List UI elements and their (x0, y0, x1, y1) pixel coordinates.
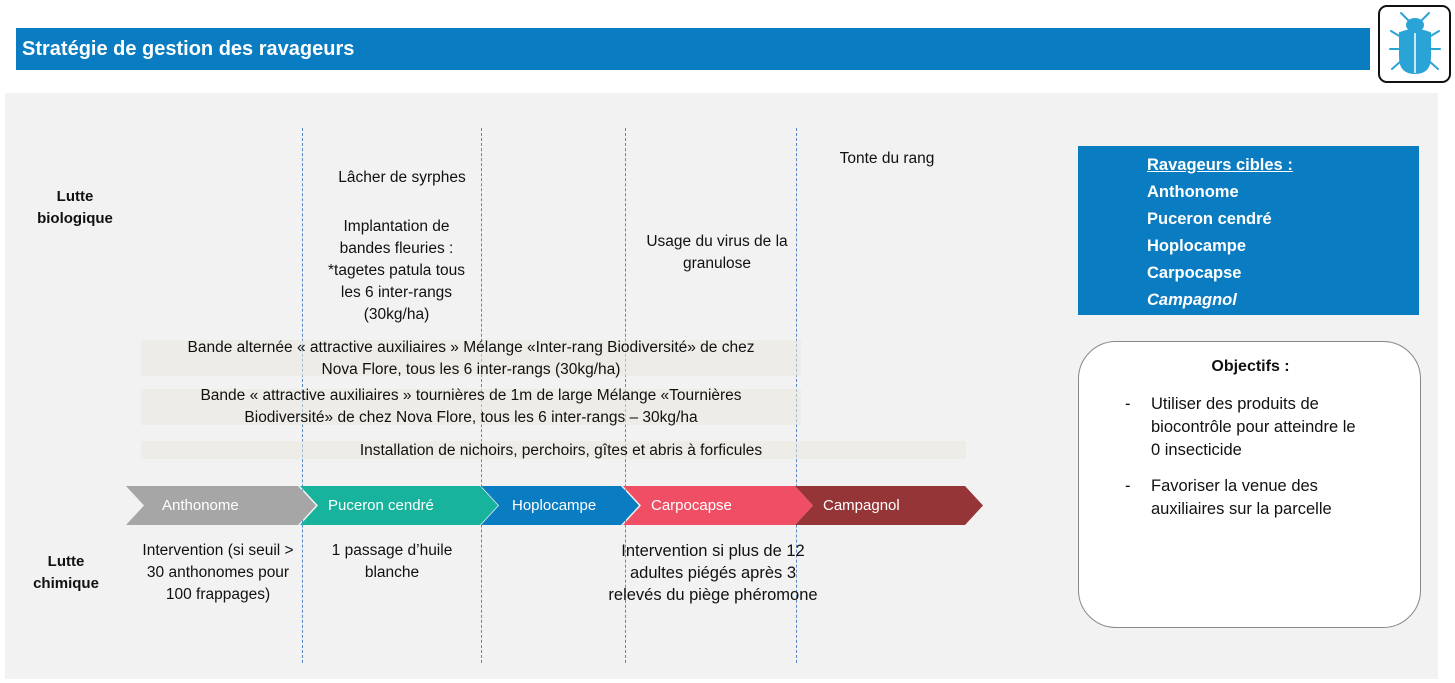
beetle-icon (1388, 12, 1441, 75)
objective-item: - Favoriser la venue des auxiliaires sur… (1125, 475, 1395, 521)
target-pest-item: Hoplocampe (1147, 237, 1247, 255)
chemical-row-label: Lutte chimique (33, 553, 99, 592)
anthonome-intervention-text: Intervention (si seuil > 30 anthonomes p… (142, 542, 294, 603)
target-pest-item: Campagnol (1147, 291, 1237, 309)
target-pest-item: Puceron cendré (1147, 210, 1272, 228)
band-tournieres-text: Bande « attractive auxiliaires » tourniè… (200, 387, 742, 426)
band-background (141, 441, 966, 459)
timeline-step-hoplocampe: Hoplocampe (481, 486, 639, 525)
tonte-text: Tonte du rang (839, 150, 935, 167)
beetle-logo (1378, 5, 1451, 83)
band-inter-rang-text: Bande alternée « attractive auxiliaires … (187, 339, 755, 378)
objectives-box: Objectifs : - Utiliser des produits de b… (1078, 341, 1421, 628)
target-pests-heading: Ravageurs cibles : (1147, 156, 1293, 174)
bullet-dash: - (1125, 395, 1131, 413)
band-background (141, 389, 801, 425)
syrphes-text: Lâcher de syrphes (338, 169, 466, 186)
biological-row-label: Lutte biologique (37, 188, 113, 227)
timeline-step-puceron: Puceron cendré (300, 486, 498, 525)
objective-item: - Utiliser des produits de biocontrôle p… (1125, 393, 1395, 462)
bullet-dash: - (1125, 477, 1131, 495)
bandes-fleuries-text: Implantation de bandes fleuries : *taget… (327, 218, 466, 323)
huile-blanche-text: 1 passage d’huile blanche (331, 542, 453, 581)
objective-text: Favoriser la venue des auxiliaires sur l… (1151, 477, 1332, 518)
target-pest-item: Anthonome (1147, 183, 1239, 201)
timeline-step-anthonome: Anthonome (126, 486, 316, 525)
objectives-heading: Objectifs : (1211, 358, 1290, 375)
virus-granulose-text: Usage du virus de la granulose (646, 233, 788, 272)
timeline-step-carpocapse: Carpocapse (623, 486, 813, 525)
target-pest-item: Carpocapse (1147, 264, 1242, 282)
target-pests-box: Ravageurs cibles : Anthonome Puceron cen… (1078, 146, 1419, 315)
timeline-step-campagnol: Campagnol (795, 486, 983, 525)
page-title: Stratégie de gestion des ravageurs (16, 28, 1370, 70)
pheromone-intervention-text: Intervention si plus de 12 adultes piégé… (608, 542, 818, 604)
nichoirs-text: Installation de nichoirs, perchoirs, gît… (359, 442, 763, 459)
band-background (141, 340, 801, 376)
objective-text: Utiliser des produits de biocontrôle pou… (1151, 395, 1356, 459)
